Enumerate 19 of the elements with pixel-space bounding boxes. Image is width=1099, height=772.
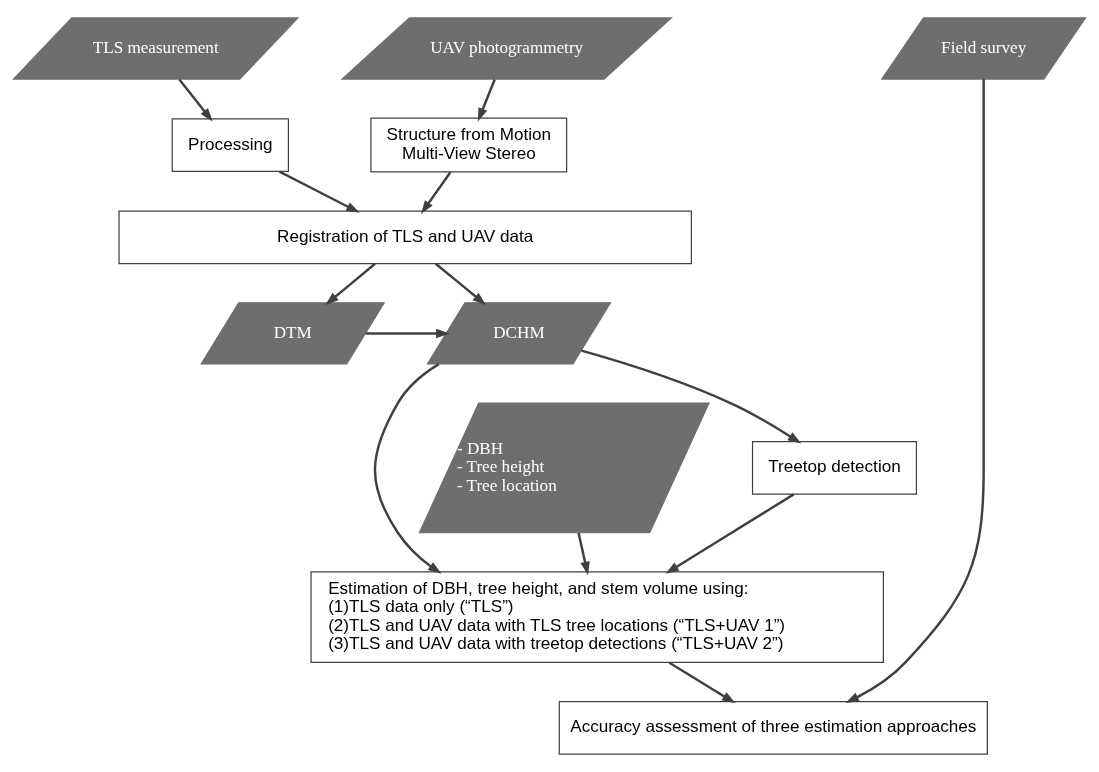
arrow [668,661,736,704]
arrow [477,79,496,122]
arrow [434,262,486,306]
arrow [278,170,360,213]
node-box: Processing [171,118,290,172]
node-box: Structure from Motion Multi-View Stereo [370,117,568,173]
arrow [665,493,795,574]
arrow [365,328,450,339]
node-box: Accuracy assessment of three estimation approaches [558,700,988,755]
arrow [577,532,590,576]
arrow [581,349,802,444]
arrow [845,79,985,704]
arrow [373,363,442,574]
arrow [325,262,376,306]
arrow [178,78,213,122]
node-box: Estimation of DBH, tree height, and stem volume using: (1)TLS data only (“TLS”) (2)TLS and UAV data with TLS tree locations (“TLS+UAV 1”) (3)TLS and UAV data with treetop detections (“TLS+UAV 2”) [310,571,884,663]
node-box: Treetop detection [751,441,917,495]
arrow [420,171,452,214]
node-box: Registration of TLS and UAV data [118,210,692,265]
